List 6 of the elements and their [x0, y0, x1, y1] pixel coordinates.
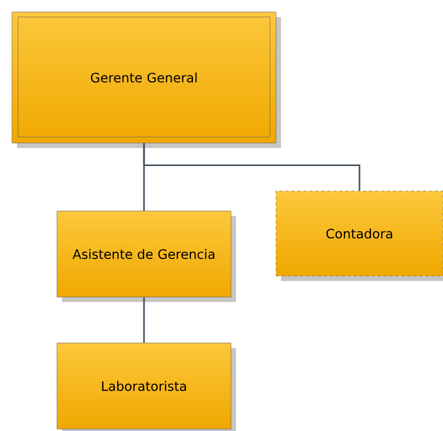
org-box: Gerente General	[12, 12, 281, 148]
org-box: Laboratorista	[56, 342, 236, 431]
org-box: Asistente de Gerencia	[56, 210, 236, 302]
connector-line	[143, 143, 360, 191]
connector-line	[143, 297, 145, 343]
org-box: Contadora	[276, 190, 443, 281]
